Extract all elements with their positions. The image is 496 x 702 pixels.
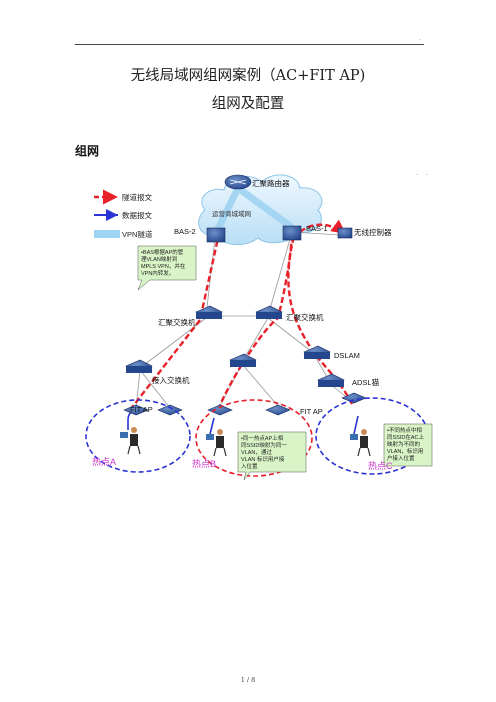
label-bas1: BAS-1 [306,224,328,233]
legend-data-label: 数据报文 [122,210,152,220]
node-labels: 汇聚路由器 运营商城域网 BAS-2 BAS-1 无线控制器 汇聚交换机 汇聚交… [130,178,392,416]
agg-router-icon [224,174,252,190]
svg-text:VLAN 标识用户接: VLAN 标识用户接 [241,455,285,463]
hotspot-c-note: •不同热点中相 同SSID在AC上 映射为不同的 VLAN，标识用 户接入位置 [383,423,433,467]
label-fit-ap-left: FIT AP [130,405,153,414]
label-hotspot-c: 热点C [368,460,393,471]
adsl-modem-icon [317,373,345,387]
header-rule [75,44,424,45]
bas1-icon [282,225,302,241]
hotspot-a-circle [85,399,191,473]
wlan-controller-icon [337,227,353,239]
hotspot-b-circle [195,399,313,477]
label-bas2: BAS-2 [174,227,196,236]
data-path [127,409,359,435]
agg-switch-left-icon [195,305,223,319]
tunnel-paths [129,219,354,411]
header-mark: . [419,35,421,42]
bas-note: •BAS根据AP的管 理VLAN映射到 MPLS VPN，并在 VPN内转发。 [137,245,197,291]
operator-cloud [198,174,323,245]
svg-text:•同一热点AP上相: •同一热点AP上相 [241,434,284,442]
legend-tunnel-label: 隧道报文 [122,192,152,202]
hotspot-circles [85,397,429,477]
legend-vpn-label: VPN隧道 [122,229,153,239]
svg-text:•BAS根据AP的管: •BAS根据AP的管 [141,248,184,256]
label-operator-mpls: 运营商城域网 [212,209,251,218]
label-access-switch: 接入交换机 [152,375,190,385]
section-heading: 组网 [75,144,100,158]
label-adsl-modem: ADSL猫 [352,377,380,387]
legend-vpn-swatch [94,230,120,238]
access-switch-icon [125,359,153,373]
svg-text:VLAN，标识用: VLAN，标识用 [387,447,423,455]
label-wlan-controller: 无线控制器 [354,227,392,237]
document-title: 无线局域网组网案例（AC+FIT AP) [130,68,366,84]
corner-marks: . . [416,170,431,177]
ap-icons [123,392,367,416]
svg-text:VLAN，通过: VLAN，通过 [241,448,272,456]
svg-text:户接入位置: 户接入位置 [387,454,415,462]
document-subtitle: 组网及配置 [211,96,285,112]
network-links [135,231,351,409]
dslam-icon [303,345,331,359]
vpn-tunnels [211,184,294,239]
mid-switch-icon [229,353,257,367]
svg-text:同SSID映射为同一: 同SSID映射为同一 [241,441,287,449]
label-agg-router: 汇聚路由器 [252,178,290,188]
user-icons [120,427,371,457]
svg-text:VPN内转发。: VPN内转发。 [141,269,174,277]
bas2-icon [206,227,226,243]
page-footer: 1 / 8 [240,676,256,684]
legend: 隧道报文 数据报文 VPN隧道 [94,189,153,239]
svg-text:•不同热点中相: •不同热点中相 [387,426,422,434]
hotspot-b-note: •同一热点AP上相 同SSID映射为同一 VLAN，通过 VLAN 标识用户接 … [237,431,307,481]
label-hotspot-b: 热点B [192,458,216,469]
svg-text:入位置: 入位置 [241,462,258,470]
hotspot-labels: 热点A 热点B 热点C [92,456,393,471]
label-agg-switch-right: 汇聚交换机 [286,312,324,322]
svg-text:MPLS VPN，并在: MPLS VPN，并在 [141,262,186,270]
label-fit-ap-mid: FIT AP [300,407,323,416]
agg-switch-right-icon [255,305,283,319]
label-hotspot-a: 热点A [92,456,116,467]
label-dslam: DSLAM [334,351,360,360]
svg-text:理VLAN映射到: 理VLAN映射到 [141,255,177,263]
hotspot-c-circle [315,397,429,475]
svg-text:映射为不同的: 映射为不同的 [387,440,421,448]
label-agg-switch-left: 汇聚交换机 [158,317,196,327]
svg-text:同SSID在AC上: 同SSID在AC上 [387,433,424,441]
